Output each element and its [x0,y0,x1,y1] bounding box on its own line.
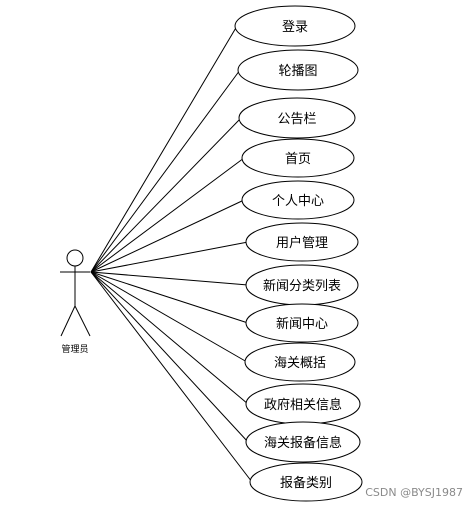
actor-name: 管理员 [61,343,88,355]
use-case-personal-center[interactable]: 个人中心 [241,180,355,220]
use-case-login[interactable]: 登录 [234,5,356,47]
association-line-personal-center [90,199,245,273]
use-case-label: 首页 [285,152,311,167]
actor: 管理员 [60,249,91,355]
use-case-ellipse[interactable] [241,180,355,220]
association-line-home [90,157,245,273]
use-case-bulletin[interactable]: 公告栏 [238,97,356,139]
use-case-ellipse[interactable] [245,421,361,463]
association-line-login [90,25,238,273]
use-case-label: 海关概括 [274,356,326,371]
use-case-label: 轮播图 [278,64,317,79]
use-case-carousel[interactable]: 轮播图 [237,49,359,91]
use-case-government-info[interactable]: 政府相关信息 [245,383,361,425]
use-case-label: 个人中心 [272,194,324,209]
use-case-ellipse[interactable] [245,303,359,343]
use-case-label: 新闻分类列表 [263,278,341,294]
use-case-label: 登录 [282,20,308,35]
use-case-news-center[interactable]: 新闻中心 [245,303,359,343]
association-line-user-management [90,241,249,273]
use-case-ellipse[interactable] [238,97,356,139]
association-line-carousel [90,69,241,273]
use-case-ellipse[interactable] [237,49,359,91]
use-case-label: 海关报备信息 [264,435,342,451]
association-line-government-info [90,271,249,405]
use-case-filing-category[interactable]: 报备类别 [249,462,363,502]
use-case-label: 新闻中心 [276,316,328,332]
use-case-label: 报备类别 [280,475,332,491]
use-case-news-category-list[interactable]: 新闻分类列表 [245,264,359,306]
use-case-user-management[interactable]: 用户管理 [245,222,359,262]
use-case-ellipse[interactable] [241,138,355,178]
use-case-ellipse[interactable] [244,342,356,382]
association-line-bulletin [90,117,242,273]
association-line-customs-overview [90,271,248,363]
use-case-ellipse[interactable] [245,222,359,262]
association-line-news-category-list [90,271,249,286]
use-case-ellipse[interactable] [249,462,363,502]
use-case-customs-filing-info[interactable]: 海关报备信息 [245,421,361,463]
use-case-customs-overview[interactable]: 海关概括 [244,342,356,382]
association-line-filing-category [90,271,253,483]
watermark-text: CSDN @BYSJ1987 [365,486,463,499]
association-line-news-center [90,271,249,324]
association-lines [90,25,253,483]
association-line-customs-filing-info [90,271,249,443]
use-case-label: 用户管理 [276,235,328,251]
use-case-label: 政府相关信息 [264,397,342,413]
use-case-label: 公告栏 [277,112,316,127]
use-case-ellipse[interactable] [234,5,356,47]
stick-figure-actor-icon [60,249,91,337]
use-case-home[interactable]: 首页 [241,138,355,178]
use-case-list: 登录轮播图公告栏首页个人中心用户管理新闻分类列表新闻中心海关概括政府相关信息海关… [234,5,363,502]
